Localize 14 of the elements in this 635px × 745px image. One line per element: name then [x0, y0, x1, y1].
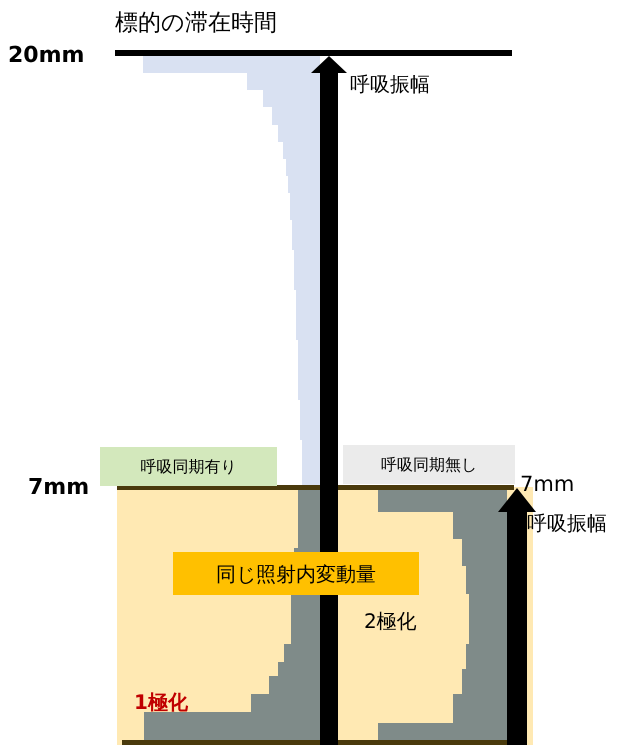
scale-value: 20mm [8, 45, 84, 67]
label-box [100, 447, 277, 486]
box-label: 呼吸同期有り [140, 458, 236, 474]
label-box [343, 445, 515, 484]
region-label: 2極化 [364, 611, 417, 631]
axis-label: 呼吸振幅 [350, 74, 430, 94]
box-label: 同じ照射内変動量 [216, 564, 376, 584]
scale-value: 7mm [520, 474, 574, 495]
box-label: 呼吸同期無し [381, 456, 477, 472]
region-label: 1極化 [134, 692, 188, 712]
scale-value: 7mm [28, 477, 90, 499]
diagram-title: 標的の滞在時間 [115, 12, 277, 35]
label-box [173, 552, 419, 595]
axis-label: 呼吸振幅 [527, 513, 607, 533]
